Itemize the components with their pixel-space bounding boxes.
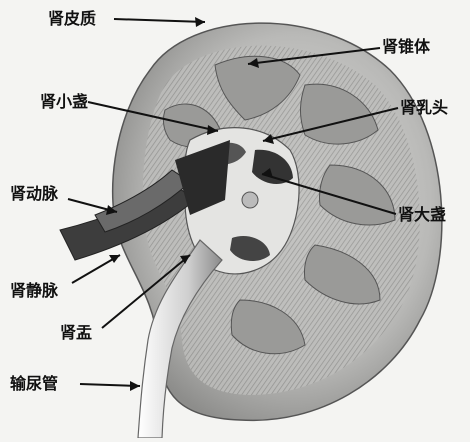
leader-cortex [114, 19, 205, 22]
label-renal-pelvis: 肾盂 [60, 324, 92, 342]
label-renal-papilla: 肾乳头 [400, 99, 448, 117]
label-renal-artery: 肾动脉 [10, 185, 58, 203]
label-minor-calyx: 肾小盏 [40, 93, 88, 111]
label-ureter: 输尿管 [10, 375, 58, 393]
label-renal-pyramid: 肾锥体 [382, 38, 430, 56]
label-renal-cortex: 肾皮质 [48, 10, 96, 28]
label-renal-vein: 肾静脉 [10, 282, 58, 300]
label-major-calyx: 肾大盏 [398, 206, 446, 224]
